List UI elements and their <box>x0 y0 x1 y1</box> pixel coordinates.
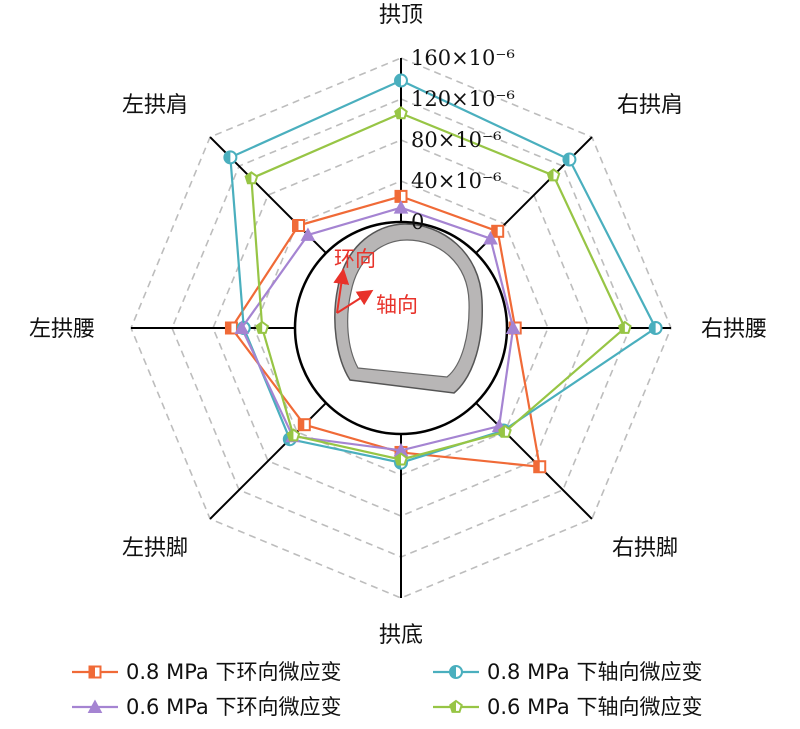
data-point-fill <box>256 322 263 334</box>
tick-label: 120×10⁻⁶ <box>411 87 515 111</box>
data-point-fill <box>225 322 232 334</box>
legend-label: 0.6 MPa 下轴向微应变 <box>487 695 702 719</box>
category-label: 拱顶 <box>379 3 423 28</box>
data-point-fill <box>245 172 252 184</box>
data-point <box>483 231 498 245</box>
tick-label: 0 <box>411 210 424 234</box>
legend-item: 0.6 MPa 下环向微应变 <box>72 695 341 719</box>
legend-item: 0.8 MPa 下环向微应变 <box>72 660 341 684</box>
legend-marker-fill <box>450 701 456 713</box>
tick-label: 160×10⁻⁶ <box>411 46 515 70</box>
data-point-fill <box>298 419 305 431</box>
tick-label: 40×10⁻⁶ <box>411 169 502 193</box>
hoop-arrow <box>333 268 350 314</box>
category-label: 左拱肩 <box>122 93 188 118</box>
data-point <box>300 227 316 241</box>
legend-label: 0.8 MPa 下轴向微应变 <box>487 660 702 684</box>
data-point-fill <box>293 220 299 232</box>
data-point-fill <box>492 225 498 237</box>
legend-marker-fill <box>89 666 95 678</box>
data-point-fill <box>395 74 401 87</box>
data-point <box>505 320 521 334</box>
legend-marker <box>87 699 103 713</box>
data-point-fill <box>534 461 540 473</box>
series-3 <box>244 106 632 466</box>
axial-arrow <box>336 289 374 314</box>
legend: 0.8 MPa 下环向微应变 0.8 MPa 下轴向微应变 0.6 MPa 下环向微… <box>72 660 702 719</box>
data-point-fill <box>649 322 656 334</box>
data-point-fill <box>395 107 401 119</box>
data-point-fill <box>224 151 231 164</box>
category-label: 左拱腰 <box>29 317 95 342</box>
data-point-fill <box>563 153 570 166</box>
data-point-fill <box>499 426 505 438</box>
legend-item: 0.8 MPa 下轴向微应变 <box>433 660 702 684</box>
axial-annotation: 轴向 <box>376 293 418 317</box>
data-point <box>234 320 250 334</box>
category-label: 左拱脚 <box>122 536 188 561</box>
data-point-fill <box>619 322 625 334</box>
hoop-annotation: 环向 <box>334 247 376 271</box>
series-layer <box>223 73 663 474</box>
category-label: 拱底 <box>379 623 423 648</box>
label-layer: 0 40×10⁻⁶ 80×10⁻⁶ 120×10⁻⁶ 160×10⁻⁶ 拱顶右拱肩右拱腰右… <box>29 3 767 648</box>
data-point <box>393 200 409 214</box>
category-label: 右拱脚 <box>612 536 678 561</box>
category-label: 右拱肩 <box>617 93 683 118</box>
legend-label: 0.6 MPa 下环向微应变 <box>126 695 341 719</box>
data-point-fill <box>287 430 294 442</box>
data-point-fill <box>395 190 401 202</box>
data-point-fill <box>395 454 401 466</box>
legend-marker-fill <box>450 666 456 678</box>
legend-item: 0.6 MPa 下轴向微应变 <box>433 695 702 719</box>
data-point-fill <box>548 169 554 181</box>
tick-label: 80×10⁻⁶ <box>411 128 502 152</box>
legend-label: 0.8 MPa 下环向微应变 <box>126 660 341 684</box>
tunnel-lining-inner <box>347 239 470 378</box>
category-label: 右拱腰 <box>701 317 767 342</box>
